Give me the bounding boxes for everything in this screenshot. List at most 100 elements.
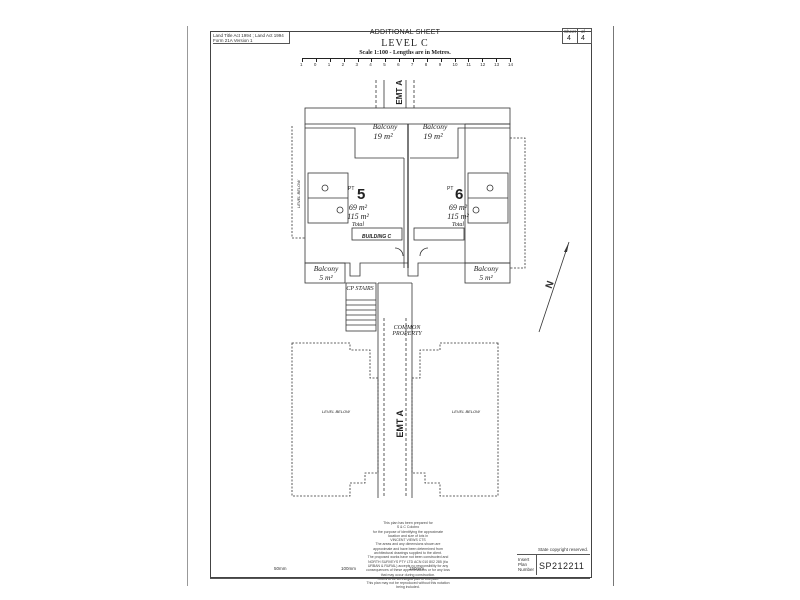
note-line: being included. [396, 585, 420, 590]
note-line: location and size of lots in [387, 533, 429, 538]
scale-tick-label: 4 [369, 62, 372, 67]
kitchen-left [351, 227, 403, 241]
sheet-divider [577, 29, 578, 43]
building-label: BUILDING C [362, 234, 392, 240]
plan-number-box: Insert Plan Number SP212211 [517, 554, 590, 575]
scale-tick-label: 5 [383, 62, 386, 67]
lot5-total-label: Total [351, 222, 365, 228]
plan-box-divider [536, 555, 537, 575]
note-line: approximate and have been determined fro… [373, 546, 443, 551]
balcony-left-label: Balcony [372, 122, 398, 131]
scale-tick-label: 3 [355, 62, 359, 67]
lot5-areas: 69 m² 115 m² Total [340, 203, 376, 230]
cp-stairs-label: CP STAIRS [346, 286, 374, 292]
easement-top-label: EMT A [395, 80, 404, 105]
ruler-mark-100: 100mm [341, 566, 357, 571]
plan-label-3: Number [518, 567, 535, 572]
lot6-area: 69 m² [448, 203, 468, 212]
level-below-lower-right [411, 342, 499, 497]
building-outline [304, 124, 466, 277]
lot5-number: 5 [357, 186, 366, 203]
scale-tick [510, 58, 511, 62]
copyright: State copyright reserved. [538, 547, 589, 552]
note-line: The areas and any dimensions shown are [375, 542, 441, 547]
scale-tick [412, 58, 414, 62]
ruler-mark-150: 150mm [409, 566, 425, 571]
lot5-total-area: 115 m² [347, 212, 369, 221]
scale-tick-label: 1 [300, 62, 303, 67]
plan-label-1: Insert [518, 557, 530, 562]
level-title: LEVEL C [381, 38, 429, 49]
common-property-label: COMMON PROPERTY [392, 325, 422, 337]
plan-label-2: Plan [518, 562, 528, 567]
scale-tick-label: 2 [341, 62, 345, 67]
sheet-type: ADDITIONAL SHEET [369, 29, 441, 36]
lot6-number: 6 [455, 186, 464, 203]
note-line: The proposed works have not been constru… [367, 555, 449, 560]
scale-tick-label: 0 [313, 62, 317, 67]
building-right [465, 123, 511, 264]
balcony-left-area: 19 m² [373, 131, 393, 141]
scale-tick [385, 58, 387, 62]
scale-tick [315, 58, 317, 62]
scale-tick [468, 58, 470, 62]
svg-text:N: N [544, 280, 557, 291]
scale-tick [399, 58, 401, 62]
scale-tick-label: 7 [410, 62, 414, 67]
lot6-total-label: Total [451, 222, 465, 228]
note-line: S & C Colobro [396, 525, 420, 530]
act-line-1: Land Title Act 1994 ; Land Act 1994 [213, 33, 284, 38]
scale-tick [482, 58, 484, 62]
scale-tick [302, 58, 303, 62]
scale-tick-label: 13 [494, 62, 500, 67]
basin-left [336, 206, 344, 214]
scale-tick [440, 58, 442, 62]
small-balcony-left [304, 262, 346, 284]
plan-number: SP212211 [539, 561, 585, 571]
scale-text: Scale 1:100 - Lengths are in Metres. [359, 50, 451, 56]
note-line: URBAN & RURAL) accepts no responsibility… [367, 563, 449, 568]
north-arrow-icon: N [538, 241, 570, 333]
note-line: for the purpose of identifying the appro… [372, 529, 444, 534]
note-line: This plan may not be reproduced without … [366, 581, 450, 586]
floor-plan [291, 80, 526, 498]
note-line: VINCENT VIEWS CTS [390, 538, 426, 543]
scale-tick-label: 14 [508, 62, 514, 67]
sheet-box: Sheet of 4 4 [562, 28, 592, 44]
sheet-total: 4 [581, 35, 585, 42]
survey-plan-sheet [187, 26, 614, 586]
scale-tick [357, 58, 359, 62]
plan-border [210, 31, 592, 578]
lot5-prefix: PT [348, 186, 355, 192]
scale-tick-label: 12 [480, 62, 486, 67]
basin-right [472, 206, 480, 214]
scale-tick-label: 1 [327, 62, 331, 67]
lot6-prefix: PT [447, 186, 454, 192]
toilet-right [486, 184, 494, 192]
small-balcony-right-area: 5 m² [479, 273, 493, 282]
act-line-2: Form 21A Version 1 [213, 38, 253, 43]
stairs-block [345, 282, 377, 332]
balcony-right-area: 19 m² [423, 131, 443, 141]
note-line: architectural drawings supplied to the c… [374, 551, 442, 556]
note-line: that may occur during construction. [380, 572, 436, 577]
level-below-upper-right [510, 137, 526, 269]
plan-label: Insert Plan Number [518, 557, 534, 572]
scale-tick-label: 8 [424, 62, 428, 67]
door-swing-right [419, 247, 429, 257]
act-reference: Land Title Act 1994 ; Land Act 1994 Form… [213, 33, 284, 43]
scale-tick [329, 58, 331, 62]
door-swing-left [394, 247, 404, 257]
sheet-of: of [581, 29, 585, 34]
scale-tick [343, 58, 345, 62]
scale-tick-label: 10 [452, 62, 458, 67]
bottom-ruler [210, 578, 590, 579]
balcony-right-edge [410, 127, 510, 159]
easement-bottom-label: EMT A [395, 410, 405, 438]
level-below-right-label: LEVEL BELOW [452, 409, 480, 414]
sheet-number: 4 [567, 35, 571, 42]
note-line: consequences of these approximations or … [366, 568, 450, 573]
small-balcony-right [464, 262, 511, 284]
